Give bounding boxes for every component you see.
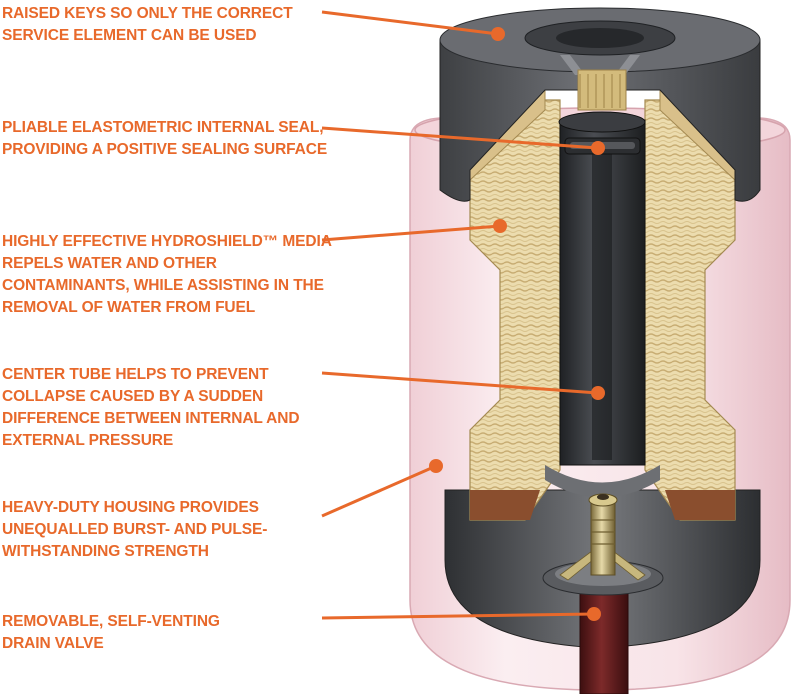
- leader-dot-housing: [429, 459, 443, 473]
- callout-line: REMOVABLE, SELF-VENTING: [2, 613, 220, 630]
- callout-line: SERVICE ELEMENT CAN BE USED: [2, 27, 257, 44]
- callout-line: DIFFERENCE BETWEEN INTERNAL AND: [2, 410, 300, 427]
- callout-line: CONTAMINANTS, WHILE ASSISTING IN THE: [2, 277, 324, 294]
- leader-drain-valve: [321, 612, 595, 620]
- callout-housing: HEAVY-DUTY HOUSING PROVIDES UNEQUALLED B…: [2, 497, 332, 563]
- callout-line: CENTER TUBE HELPS TO PREVENT: [2, 366, 269, 383]
- callout-line: REMOVAL OF WATER FROM FUEL: [2, 299, 256, 316]
- callout-hydroshield-media: HIGHLY EFFECTIVE HYDROSHIELD™ MEDIA REPE…: [2, 231, 332, 319]
- leader-hydroshield-media: [321, 224, 501, 242]
- callout-line: DRAIN VALVE: [2, 635, 104, 652]
- leader-lines: [321, 10, 605, 621]
- callout-internal-seal: PLIABLE ELASTOMETRIC INTERNAL SEAL, PROV…: [2, 117, 332, 161]
- leader-housing: [321, 464, 437, 518]
- callout-raised-keys: RAISED KEYS SO ONLY THE CORRECT SERVICE …: [2, 3, 332, 47]
- callout-line: WITHSTANDING STRENGTH: [2, 543, 209, 560]
- callout-line: RAISED KEYS SO ONLY THE CORRECT: [2, 5, 293, 22]
- callout-line: PROVIDING A POSITIVE SEALING SURFACE: [2, 141, 328, 158]
- callout-line: UNEQUALLED BURST- AND PULSE-: [2, 521, 268, 538]
- leader-raised-keys: [321, 10, 499, 36]
- callout-line: EXTERNAL PRESSURE: [2, 432, 174, 449]
- callout-drain-valve: REMOVABLE, SELF-VENTING DRAIN VALVE: [2, 611, 332, 655]
- leader-dot-internal-seal: [591, 141, 605, 155]
- top-cap: [439, 7, 761, 202]
- center-tube: [545, 111, 660, 498]
- callout-line: COLLAPSE CAUSED BY A SUDDEN: [2, 388, 264, 405]
- leader-dot-hydroshield-media: [493, 219, 507, 233]
- leader-internal-seal: [321, 126, 599, 150]
- leader-dot-drain-valve: [587, 607, 601, 621]
- drain-valve: [542, 493, 664, 694]
- callout-line: REPELS WATER AND OTHER: [2, 255, 217, 272]
- callout-line: PLIABLE ELASTOMETRIC INTERNAL SEAL,: [2, 119, 324, 136]
- leader-center-tube: [321, 371, 599, 395]
- callout-line: HEAVY-DUTY HOUSING PROVIDES: [2, 499, 259, 516]
- callout-center-tube: CENTER TUBE HELPS TO PREVENT COLLAPSE CA…: [2, 364, 332, 452]
- leader-dot-raised-keys: [491, 27, 505, 41]
- leader-dot-center-tube: [591, 386, 605, 400]
- callout-line: HIGHLY EFFECTIVE HYDROSHIELD™ MEDIA: [2, 233, 332, 250]
